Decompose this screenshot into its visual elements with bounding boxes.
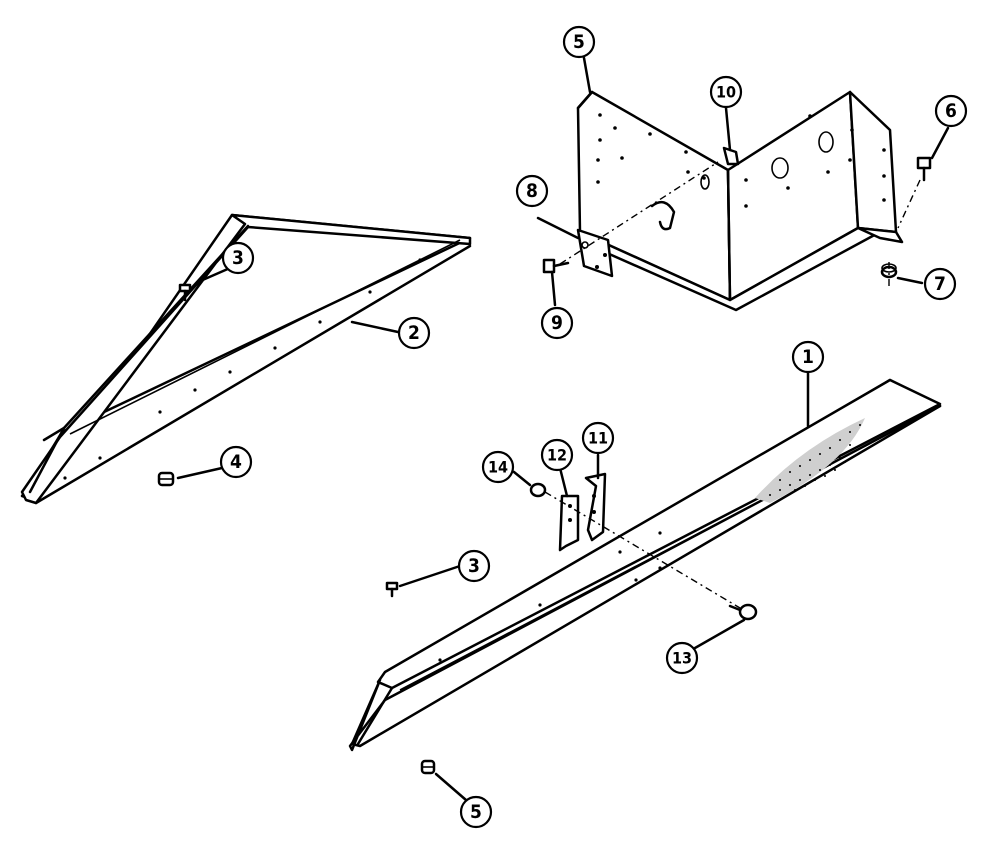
callout-label: 14 [488,458,508,477]
callout-14: 14 [481,450,515,484]
part-4-nut [157,471,175,487]
callout-1: 1 [791,340,825,374]
assembly-line-9-10 [559,161,719,265]
part-2-side-rail [20,213,472,505]
callout-5a: 5 [562,25,596,59]
part-9-screw [542,258,570,274]
callout-label: 1 [802,346,814,368]
part-5-nut-bottom [420,759,436,775]
callout-10: 10 [709,75,743,109]
leader-lines [176,56,950,802]
callout-label: 11 [588,429,608,448]
callout-label: 9 [551,312,563,334]
callout-label: 3 [468,555,480,577]
callout-label: 8 [526,180,538,202]
callout-label: 2 [408,322,420,344]
assembly-line-6 [897,179,921,229]
callout-7: 7 [923,267,957,301]
part-5-bracket [576,90,904,312]
callout-2: 2 [397,316,431,350]
assembly-line-13-14 [544,491,741,609]
callout-6: 6 [934,94,968,128]
callout-9: 9 [540,306,574,340]
perforation-pattern [755,418,865,503]
callout-8: 8 [515,174,549,208]
part-3-screw-upper [178,283,192,302]
callout-label: 5 [573,31,585,53]
callout-3a: 3 [221,241,255,275]
part-11-strap [584,472,607,542]
callout-label: 10 [716,83,736,102]
part-12-strap [558,494,580,552]
callout-4: 4 [219,445,253,479]
callout-13: 13 [665,641,699,675]
callout-label: 5 [470,801,482,823]
callout-label: 4 [230,451,242,473]
callout-label: 6 [945,100,957,122]
part-8-plate [576,228,614,278]
callout-3b: 3 [457,549,491,583]
callout-label: 7 [934,273,946,295]
part-3-screw-lower [385,581,399,598]
part-1-front-rail [348,378,942,752]
callout-label: 13 [672,649,692,668]
callout-label: 12 [547,446,567,465]
part-13-bolt [728,603,758,621]
callout-12: 12 [540,438,574,472]
part-14-nut [529,482,547,498]
callout-5b: 5 [459,795,493,829]
part-6-screw [916,156,932,182]
callout-label: 3 [232,247,244,269]
callout-11: 11 [581,421,615,455]
